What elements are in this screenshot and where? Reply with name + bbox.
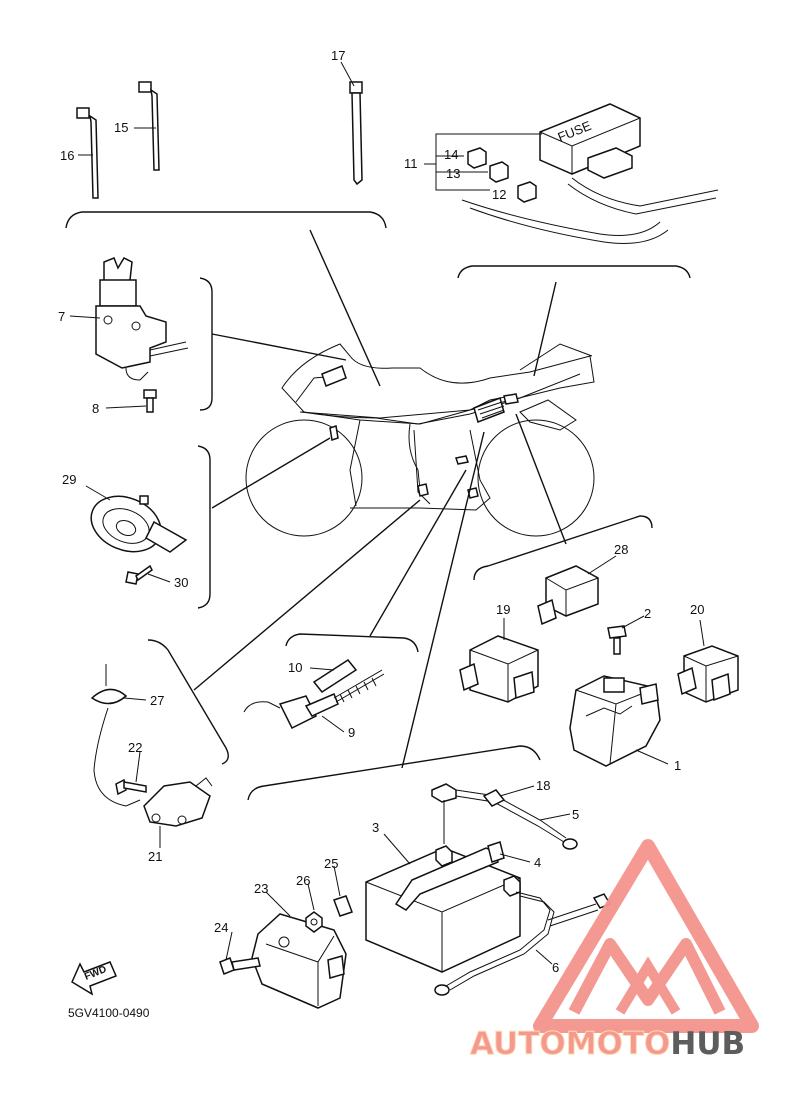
fuse-14 [467, 147, 487, 169]
nut-26 [305, 911, 323, 933]
callout-1: 1 [674, 758, 681, 773]
bolt-24 [219, 957, 261, 975]
cable-tie-16 [76, 107, 99, 199]
bracket-horn [197, 445, 211, 609]
clip-25 [333, 895, 353, 917]
callout-28: 28 [614, 542, 628, 557]
wire-clamp-27 [90, 664, 141, 807]
callout-27: 27 [150, 693, 164, 708]
callout-20: 20 [690, 602, 704, 617]
callout-9: 9 [348, 725, 355, 740]
rectifier-regulator [251, 913, 347, 1009]
callout-5: 5 [572, 807, 579, 822]
relay-28 [537, 565, 599, 626]
fwd-arrow-icon: FWD [71, 961, 117, 996]
bolt-22 [115, 778, 147, 796]
callout-6: 6 [552, 960, 559, 975]
callout-12: 12 [492, 187, 506, 202]
callout-25: 25 [324, 856, 338, 871]
callout-22: 22 [128, 740, 142, 755]
fuse-12 [517, 181, 537, 203]
bracket-fuse-box [457, 265, 691, 279]
bracket-cable-ties [65, 211, 387, 229]
bracket-rear-brake [285, 633, 419, 653]
starter-relay [569, 675, 661, 767]
diagram-code: 5GV4100-0490 [68, 1006, 150, 1020]
bolt-2 [607, 625, 627, 655]
callout-10: 10 [288, 660, 302, 675]
callout-18: 18 [536, 778, 550, 793]
callout-17: 17 [331, 48, 345, 63]
callout-26: 26 [296, 873, 310, 888]
bolt-18 [482, 789, 506, 807]
callout-7: 7 [58, 309, 65, 324]
callout-2: 2 [644, 606, 651, 621]
battery [365, 845, 521, 973]
battery-cable-5 [431, 783, 578, 850]
callout-21: 21 [148, 849, 162, 864]
bracket-fuse-set [435, 133, 542, 191]
fuse-box: FUSE [461, 103, 719, 244]
callout-14: 14 [444, 147, 458, 162]
relay-19 [459, 635, 539, 703]
callout-15: 15 [114, 120, 128, 135]
callout-30: 30 [174, 575, 188, 590]
watermark-logo-icon [533, 839, 759, 1033]
callout-23: 23 [254, 881, 268, 896]
callout-11: 11 [404, 156, 418, 171]
bracket-main-switch [199, 277, 213, 411]
horn [90, 495, 188, 553]
callout-19: 19 [496, 602, 510, 617]
callout-leaders [69, 61, 705, 965]
leader-lines [193, 229, 567, 769]
bracket-brake-switch [147, 639, 229, 765]
main-switch [95, 257, 189, 381]
fuse-13 [489, 161, 509, 183]
bolt-8 [143, 389, 157, 413]
svg-text:AUTOMOTOHUB: AUTOMOTOHUB [470, 1026, 745, 1062]
callout-24: 24 [214, 920, 228, 935]
spring-10 [312, 659, 358, 693]
bracket-relays [473, 515, 653, 581]
callout-8: 8 [92, 401, 99, 416]
rear-brake-switch [143, 777, 213, 827]
battery-band [394, 841, 505, 911]
callout-16: 16 [60, 148, 74, 163]
callout-3: 3 [372, 820, 379, 835]
cable-tie-15 [138, 81, 160, 171]
callout-13: 13 [446, 166, 460, 181]
watermark-text-primary: AUTOMOTO [470, 1026, 670, 1062]
brake-light-switch [243, 669, 385, 730]
bracket-battery [247, 745, 541, 801]
wire-harness [301, 365, 581, 499]
callout-29: 29 [62, 472, 76, 487]
callouts: 16 15 17 14 11 13 12 7 8 29 30 28 19 2 2… [58, 48, 704, 975]
motorcycle-outline [245, 343, 595, 537]
watermark-text-hub: HUB [670, 1026, 745, 1062]
relay-20 [677, 645, 739, 703]
callout-4: 4 [534, 855, 541, 870]
bolt-30 [125, 564, 153, 585]
watermark: AUTOMOTOHUB [470, 839, 759, 1063]
cable-tie-17 [349, 81, 363, 186]
